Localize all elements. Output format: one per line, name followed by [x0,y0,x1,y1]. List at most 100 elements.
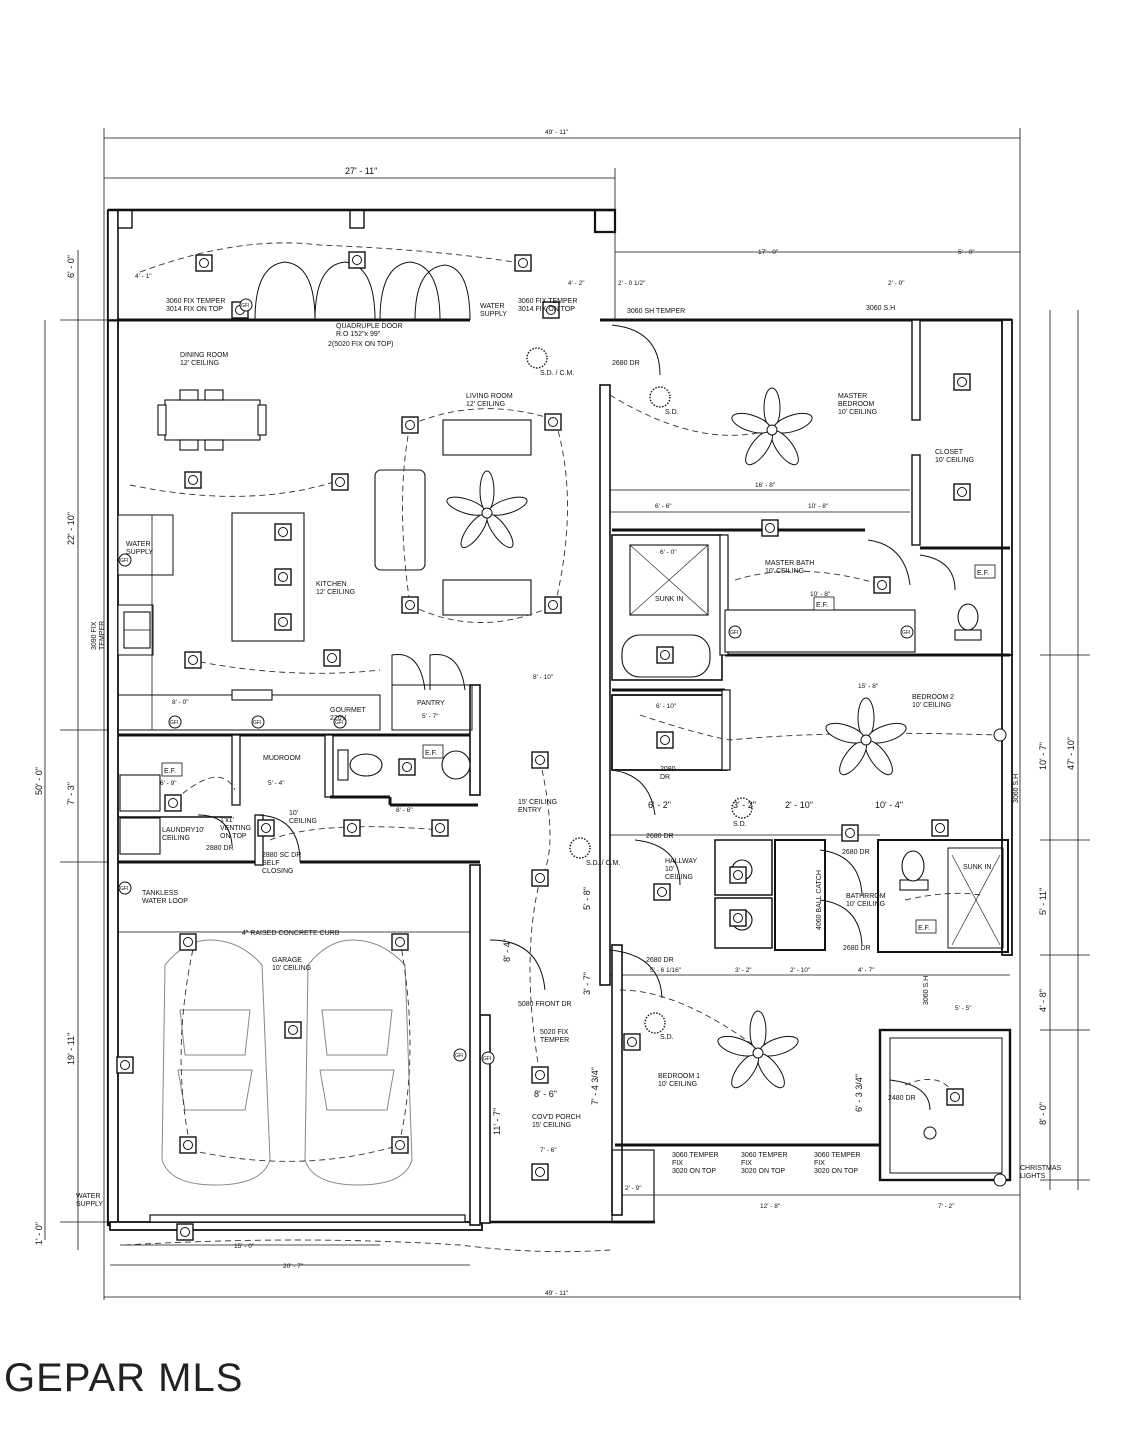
dim-3-2b: 3' - 2" [735,967,752,974]
dim-overall-top: 49' - 11" [545,129,569,136]
room-labels: 49' - 11" 27' - 11" 17' - 0" 5' - 0" 4' … [34,129,1076,1297]
dim-left-1: 1' - 0" [34,1222,44,1245]
ceiling-light-icon [873,576,891,594]
dim-6-10: 6' - 10" [656,703,677,710]
water-supply-left-2: SUPPLY [126,549,153,556]
gourmet-label: GOURMET [330,707,367,714]
ceiling-light-icon [343,819,361,837]
dim-5-7: 5' - 7" [422,713,439,720]
door-2880sc-closing: CLOSING [262,868,294,875]
ef-label: E.F. [425,750,437,757]
dim-15-0: 15' - 0" [234,1243,255,1250]
door-5080: 5080 FRONT DR [518,1001,572,1008]
ceiling-light-icon [656,646,674,664]
ceiling-light-icon [953,483,971,501]
car-icon [161,939,413,1186]
bedroom2-ceiling: 10' CEILING [912,702,951,709]
ceiling-light-icon [653,883,671,901]
ceiling-light-icon [544,596,562,614]
toilet-icon [337,749,383,781]
svg-text:GFI: GFI [730,630,738,636]
curb-label: 4" RAISED CONCRETE CURB [242,930,340,937]
sink-icon [441,750,471,780]
window-right-b: 3014 FIX ON TOP [518,306,575,313]
dimension-lines [44,128,1090,1300]
window-b1b-3: 3020 ON TOP [741,1168,785,1175]
ceiling-light-icon [841,824,859,842]
ceiling-light-icon [391,1136,409,1154]
sd-cm-top: S.D. / C.M. [540,370,574,377]
ceiling-light-icon [257,819,275,837]
porch-label: COV'D PORCH [532,1114,581,1121]
ceiling-light-icon [531,751,549,769]
ceiling-light-icon [531,869,549,887]
master-ceiling: 10' CEILING [838,409,877,416]
ceiling-light-icon [931,819,949,837]
door-2680-a: 2680 DR [612,360,640,367]
svg-text:GFI: GFI [241,303,249,309]
window-left-a: 3060 FIX TEMPER [166,298,225,305]
switch-legs [124,242,1001,1253]
water-supply-bottom-2: SUPPLY [76,1201,103,1208]
venting-label-3: ON TOP [220,833,247,840]
dim-left-22: 22' - 10" [66,512,76,545]
ceiling-10-label-2: CEILING [289,818,317,825]
dim-16-8: 16' - 8" [755,482,776,489]
kitchen-label: KITCHEN [316,581,347,588]
ceiling-light-icon [184,651,202,669]
dim-6-6: 6' - 6" [655,503,672,510]
dim-left-7: 7' - 3" [66,782,76,805]
ceiling-light-icon [323,649,341,667]
svg-text:GFI: GFI [902,630,910,636]
sofa-icon [442,579,532,616]
ceiling-light-icon [274,523,292,541]
dim-6-9: 6' - 9" [160,780,177,787]
dim-right-8-0: 8' - 0" [1038,1102,1048,1125]
kitchen-ceiling: 12' CEILING [316,589,355,596]
svg-text:GFI: GFI [455,1053,463,1059]
dim-overall-bottom: 49' - 11" [545,1290,569,1297]
dim-right-5-11: 5' - 11" [1038,888,1048,915]
tankless-label: TANKLESS [142,890,178,897]
walls [106,208,1013,1231]
ceiling-light-icon [514,254,532,272]
sh-vertical-2: 3060 S.H [923,976,930,1005]
ceiling-light-icon [401,416,419,434]
dining-label: DINING ROOM [180,352,228,359]
master-label: MASTER [838,393,867,400]
ceiling-light-icon [401,596,419,614]
dim-porch-7-4: 7' - 4 3/4" [590,1067,600,1105]
master-bath-ceiling: 10' CEILING [765,568,804,575]
door-2880: 2880 DR [206,845,234,852]
bathroom-label: BATHRROM [846,893,886,900]
venting-label-2: VENTING [220,825,251,832]
doors [197,261,956,1111]
dim-hall-3-2: 3' - 2" [733,800,756,810]
ef-label: E.F. [816,602,828,609]
sd-bed1: S.D. [660,1034,674,1041]
sunk-in-b: SUNK IN [963,864,991,871]
ceiling-light-icon [623,1033,641,1051]
bathroom-ceiling: 10' CEILING [846,901,885,908]
window-b1c-2: FIX [814,1160,825,1167]
ef-label: E.F. [918,925,930,932]
master-label-2: BEDROOM [838,401,874,408]
ceiling-10-label: 10' [289,810,298,817]
quad-door-label: QUADRUPLE DOOR [336,323,403,330]
dim-15-8: 15' - 8" [858,683,879,690]
bedroom1-label: BEDROOM 1 [658,1073,700,1080]
window-b1a-2: FIX [672,1160,683,1167]
dim-left-6: 6' - 0" [66,255,76,278]
dim-garage-8-4: 8' - 4" [502,939,512,962]
sh-temper-label: 3060 SH TEMPER [627,308,685,315]
exhaust-fan-icon: E.F. E.F. E.F. E.F. E.F. [161,564,996,934]
range-icon [231,689,273,701]
svg-text:GFI: GFI [170,720,178,726]
water-supply-top: WATER [480,303,505,310]
dim-right-4-8: 4' - 8" [1038,989,1048,1012]
dim-2-0-half: 2' - 0 1/2" [618,280,646,287]
door-2680-b: 2680 DR [646,833,674,840]
svg-text:GFI: GFI [120,886,128,892]
dim-12-8: 12' - 8" [760,1203,781,1210]
dim-6-0: 6' - 0" [660,549,677,556]
